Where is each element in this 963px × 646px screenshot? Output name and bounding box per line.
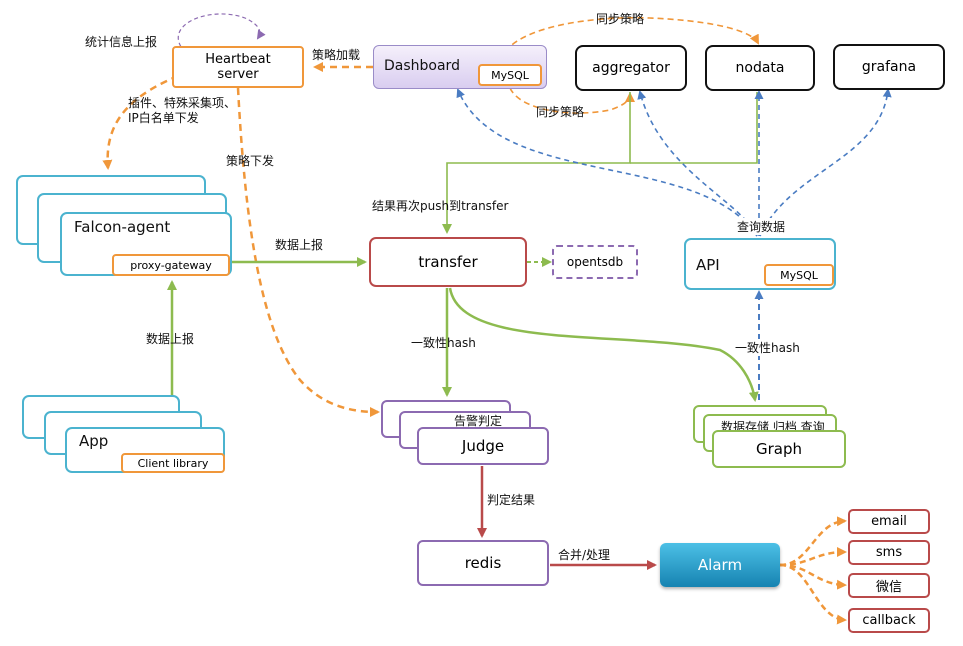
api-label: API	[696, 256, 720, 274]
aggregator-node[interactable]: aggregator	[575, 45, 687, 91]
plugin-dispatch-label: 插件、特殊采集项、 IP白名单下发	[128, 96, 237, 125]
nodata-node[interactable]: nodata	[705, 45, 815, 91]
sms-node[interactable]: sms	[848, 540, 930, 565]
nodata-repush-edge	[630, 92, 758, 164]
query-data-label: 查询数据	[737, 218, 786, 235]
alarm-email-edge	[779, 516, 847, 567]
alarm-callback-edge	[779, 563, 847, 625]
redis-node[interactable]: redis	[417, 540, 549, 586]
stats-report-label: 统计信息上报	[85, 35, 158, 49]
hash-graph-label: 一致性hash	[735, 339, 800, 356]
api-mysql: MySQL	[764, 264, 834, 286]
falcon-agent-label: Falcon-agent	[74, 218, 171, 236]
hash-judge-label: 一致性hash	[411, 336, 476, 350]
judge-sub-label: 告警判定	[454, 414, 503, 428]
transfer-node[interactable]: transfer	[369, 237, 527, 287]
strategy-load-label: 策略加载	[312, 48, 361, 62]
alarm-wechat-edge	[779, 563, 847, 590]
alarm-sms-edge	[779, 547, 847, 567]
sync-strategy-bottom-label: 同步策略	[536, 105, 585, 119]
dashboard-mysql: MySQL	[478, 64, 542, 86]
client-library-node[interactable]: Client library	[121, 453, 225, 473]
alarm-node[interactable]: Alarm	[660, 543, 780, 587]
email-node[interactable]: email	[848, 509, 930, 534]
dashboard-node[interactable]: Dashboard MySQL	[373, 45, 547, 89]
plugin-dispatch-edge	[102, 74, 179, 170]
sync-strategy-top-label: 同步策略	[596, 12, 645, 26]
data-report-agent-label: 数据上报	[275, 238, 324, 252]
falcon-agent-node[interactable]: Falcon-agent proxy-gateway	[60, 212, 232, 276]
hash-graph-edge	[448, 287, 759, 402]
app-label: App	[79, 432, 109, 450]
api-node[interactable]: API MySQL	[684, 238, 836, 290]
dashboard-label: Dashboard	[384, 58, 460, 74]
heartbeat-server-node[interactable]: Heartbeat server	[172, 46, 304, 88]
merge-process-label: 合并/处理	[558, 548, 611, 562]
api-aggregator-edge	[637, 90, 758, 237]
graph-node[interactable]: Graph	[712, 430, 846, 468]
data-report-app-label: 数据上报	[146, 332, 195, 346]
api-grafana-edge	[759, 88, 892, 237]
api-dashboard-edge	[456, 88, 758, 237]
repush-edge	[442, 92, 631, 234]
judge-node[interactable]: Judge	[417, 427, 549, 465]
app-node[interactable]: App Client library	[65, 427, 225, 473]
opentsdb-node[interactable]: opentsdb	[552, 245, 638, 279]
callback-node[interactable]: callback	[848, 608, 930, 633]
strategy-dispatch-edge	[236, 87, 380, 417]
strategy-dispatch-label: 策略下发	[226, 154, 275, 168]
judge-result-label: 判定结果	[487, 493, 536, 507]
repush-label: 结果再次push到transfer	[372, 199, 509, 213]
stats-report-edge	[177, 13, 266, 53]
proxy-gateway-node[interactable]: proxy-gateway	[112, 254, 230, 276]
grafana-node[interactable]: grafana	[833, 44, 945, 90]
sync-strategy-aggregator-edge	[509, 87, 635, 114]
wechat-node[interactable]: 微信	[848, 573, 930, 598]
